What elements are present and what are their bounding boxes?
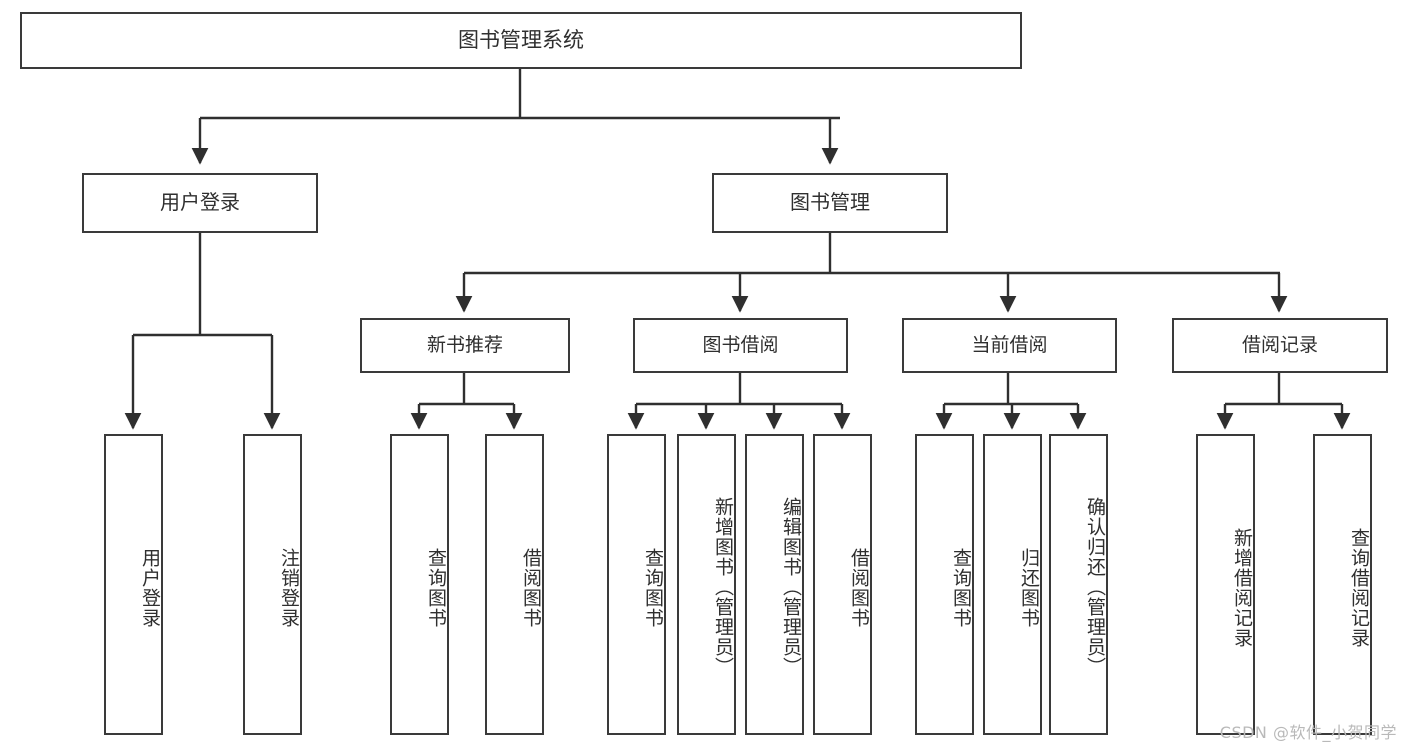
node-label: 借阅图书 <box>520 547 542 628</box>
leaf-add-borrow-record[interactable]: 新增借阅记录 <box>1196 434 1255 735</box>
leaf-query-borrow-record[interactable]: 查询借阅记录 <box>1313 434 1372 735</box>
node-label: 图书管理 <box>790 190 870 215</box>
leaf-edit-book-admin[interactable]: 编辑图书（管理员） <box>745 434 804 735</box>
node-user-login[interactable]: 用户登录 <box>82 173 318 233</box>
leaf-borrow-book-recommend[interactable]: 借阅图书 <box>485 434 544 735</box>
leaf-query-book-current[interactable]: 查询图书 <box>915 434 974 735</box>
leaf-logout-login[interactable]: 注销登录 <box>243 434 302 735</box>
node-label: 注销登录 <box>278 547 300 628</box>
watermark-text: CSDN @软件_小贺同学 <box>1219 723 1397 742</box>
leaf-query-book-recommend[interactable]: 查询图书 <box>390 434 449 735</box>
leaf-return-book[interactable]: 归还图书 <box>983 434 1042 735</box>
node-label: 图书管理系统 <box>458 28 584 53</box>
node-label: 新增借阅记录 <box>1231 527 1253 648</box>
node-label: 借阅记录 <box>1241 334 1318 357</box>
node-label: 用户登录 <box>139 547 161 628</box>
node-borrow-record[interactable]: 借阅记录 <box>1172 318 1388 373</box>
node-label: 归还图书 <box>1018 547 1040 628</box>
node-book-borrow[interactable]: 图书借阅 <box>633 318 848 373</box>
node-label: 用户登录 <box>160 190 240 215</box>
node-label: 查询借阅记录 <box>1348 527 1370 648</box>
node-label: 新书推荐 <box>426 334 503 357</box>
node-new-book-recommendation[interactable]: 新书推荐 <box>360 318 570 373</box>
leaf-add-book-admin[interactable]: 新增图书（管理员） <box>677 434 736 735</box>
leaf-borrow-book[interactable]: 借阅图书 <box>813 434 872 735</box>
node-current-borrow[interactable]: 当前借阅 <box>902 318 1117 373</box>
node-book-management[interactable]: 图书管理 <box>712 173 948 233</box>
node-label: 确认归还（管理员） <box>1084 496 1106 677</box>
node-label: 新增图书（管理员） <box>712 496 734 677</box>
node-label: 借阅图书 <box>848 547 870 628</box>
leaf-query-book-borrow[interactable]: 查询图书 <box>607 434 666 735</box>
leaf-confirm-return-admin[interactable]: 确认归还（管理员） <box>1049 434 1108 735</box>
node-label: 编辑图书（管理员） <box>780 496 802 677</box>
node-label: 当前借阅 <box>971 334 1048 357</box>
node-label: 查询图书 <box>950 547 972 628</box>
node-root-book-management-system[interactable]: 图书管理系统 <box>20 12 1022 69</box>
node-label: 查询图书 <box>642 547 664 628</box>
leaf-user-login[interactable]: 用户登录 <box>104 434 163 735</box>
node-label: 查询图书 <box>425 547 447 628</box>
node-label: 图书借阅 <box>702 334 779 357</box>
